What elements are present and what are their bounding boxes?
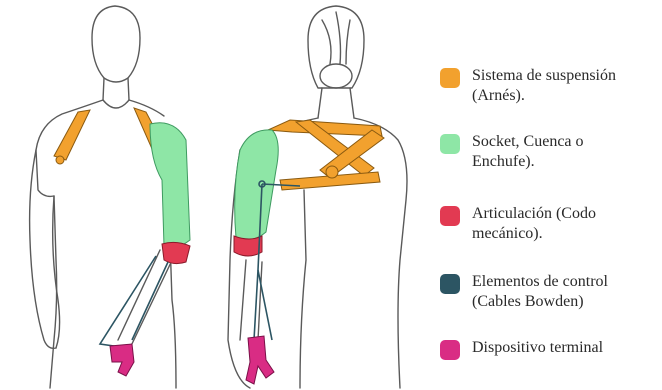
back-harness-ring	[326, 166, 338, 178]
legend-item-harness: Sistema de suspensión (Arnés).	[440, 66, 658, 106]
front-terminal-device	[110, 344, 134, 376]
front-harness-ring	[56, 156, 64, 164]
legend-label-terminal: Dispositivo terminal	[472, 338, 658, 358]
back-hair-bun	[320, 64, 352, 88]
back-neck	[318, 88, 354, 118]
front-harness-left-strap	[54, 110, 90, 160]
legend-label-elbow: Articulación (Codo mecánico).	[472, 204, 658, 244]
back-cable	[254, 181, 300, 340]
front-head	[92, 6, 140, 82]
back-hair-lines	[322, 12, 350, 64]
front-cable	[100, 256, 168, 348]
front-collar	[103, 100, 129, 108]
legend-label-harness: Sistema de suspensión (Arnés).	[472, 66, 658, 106]
front-socket	[150, 123, 190, 247]
red-swatch-icon	[440, 206, 460, 226]
teal-swatch-icon	[440, 274, 460, 294]
legend-label-cable: Elementos de control (Cables Bowden)	[472, 272, 658, 312]
back-terminal-device	[246, 336, 274, 384]
legend-item-elbow: Articulación (Codo mecánico).	[440, 204, 658, 244]
orange-swatch-icon	[440, 68, 460, 88]
legend-label-socket: Socket, Cuenca o Enchufe).	[472, 132, 658, 172]
green-swatch-icon	[440, 134, 460, 154]
front-harness	[54, 108, 166, 164]
magenta-swatch-icon	[440, 340, 460, 360]
back-head	[308, 6, 364, 88]
back-elbow	[234, 236, 262, 256]
front-view-figure	[30, 6, 176, 388]
back-torso-line	[300, 190, 306, 388]
front-elbow	[162, 242, 190, 263]
front-left-arm	[30, 150, 56, 348]
legend-item-socket: Socket, Cuenca o Enchufe).	[440, 132, 658, 172]
legend-item-cable: Elementos de control (Cables Bowden)	[440, 272, 658, 312]
back-harness	[268, 120, 384, 190]
prosthesis-illustration	[0, 0, 440, 390]
legend-item-terminal: Dispositivo terminal	[440, 338, 658, 360]
